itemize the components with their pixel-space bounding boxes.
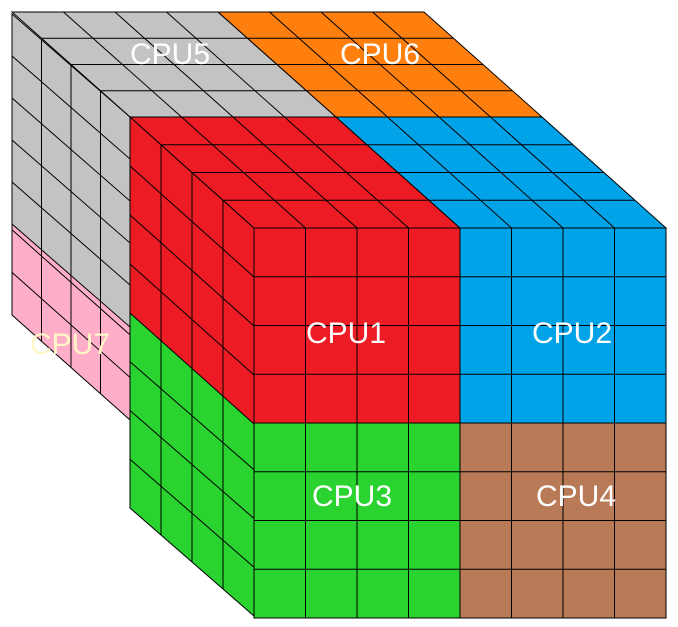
cube-faces [10, 11, 668, 619]
cpu1-front-face [253, 227, 461, 424]
label-cpu4: CPU4 [536, 480, 616, 513]
label-cpu2: CPU2 [532, 317, 612, 350]
cpu5-top-face [10, 11, 338, 118]
label-cpu3: CPU3 [312, 480, 392, 513]
cpu4-front-face [459, 422, 667, 619]
label-cpu6: CPU6 [340, 38, 420, 71]
cpu3-front-face [253, 422, 461, 619]
label-cpu1: CPU1 [306, 317, 386, 350]
cube-labels: CPU5 CPU6 CPU1 CPU2 CPU3 CPU4 CPU7 [30, 38, 616, 513]
label-cpu7: CPU7 [30, 328, 110, 361]
cpu2-front-face [459, 227, 667, 424]
label-cpu5: CPU5 [130, 38, 210, 71]
cpu5-side-face [11, 12, 131, 329]
cpu2-top-face [334, 116, 668, 229]
cpu1-top-face [128, 116, 462, 229]
